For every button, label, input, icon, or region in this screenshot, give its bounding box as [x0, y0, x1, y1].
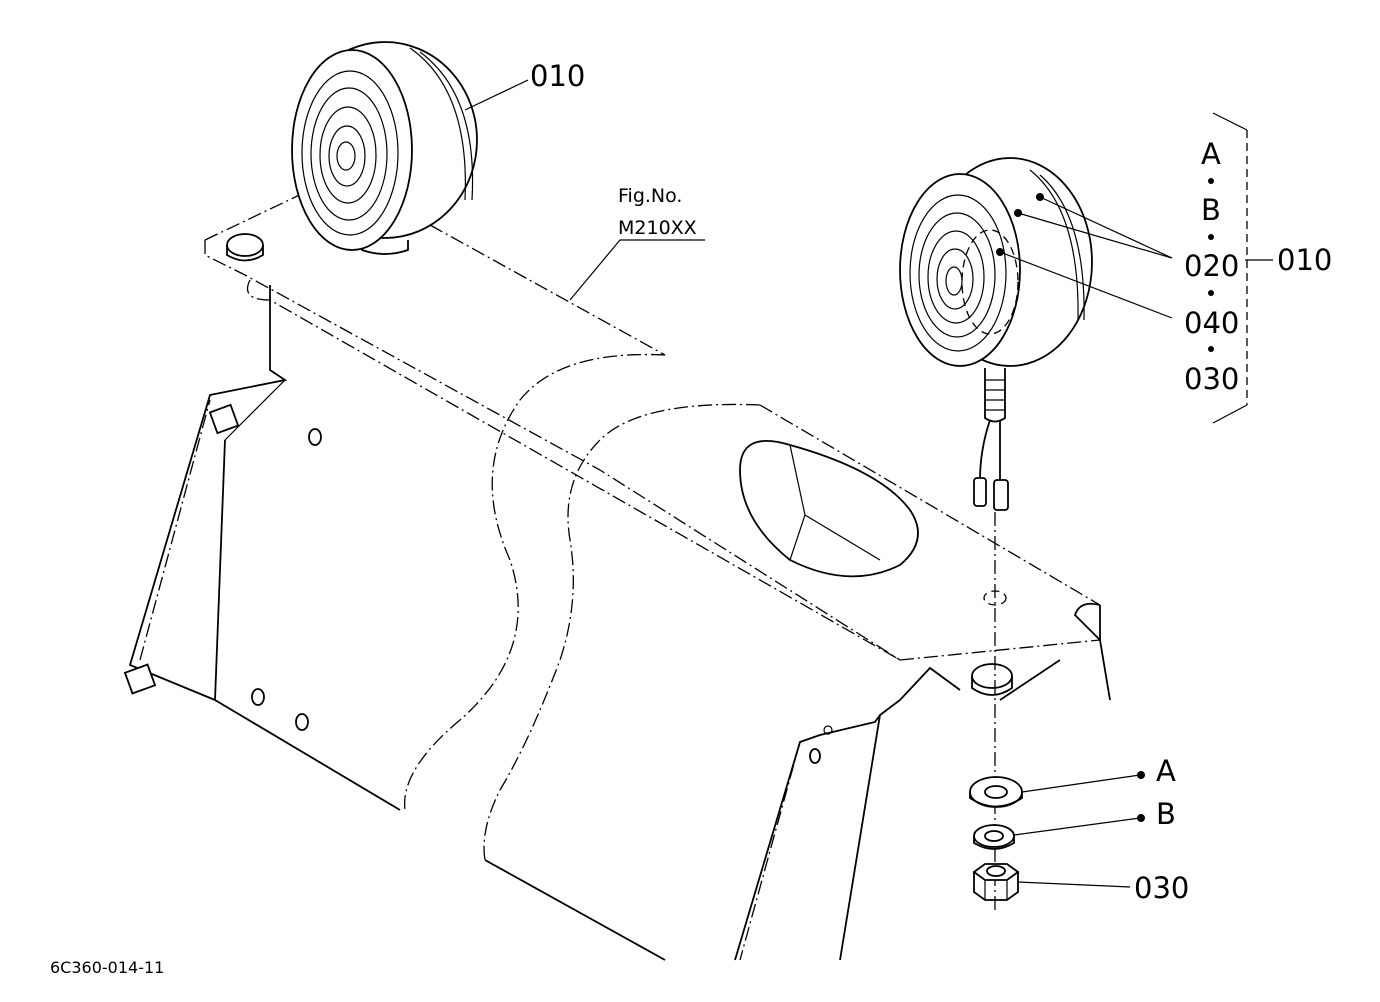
kit-bracket — [1208, 112, 1248, 424]
drawing-code: 6C360-014-11 — [50, 958, 164, 977]
spring-washer-b — [973, 824, 1015, 850]
hex-nut — [972, 863, 1020, 901]
callout-lamp-left: 010 — [530, 59, 585, 93]
kit-item-a: A — [1201, 137, 1221, 171]
callout-lens: 020 — [1184, 249, 1239, 283]
work-lamp-left — [291, 41, 478, 255]
callout-lamp-assembly: 010 — [1277, 243, 1332, 277]
callout-bracket-stack: 030 — [1184, 362, 1239, 396]
callout-washer-a: A — [1156, 754, 1176, 788]
washer-a — [969, 776, 1023, 808]
fender-panel — [123, 189, 1111, 961]
work-lamp-right — [899, 157, 1093, 511]
callout-nut: 030 — [1134, 871, 1189, 905]
kit-item-b: B — [1201, 193, 1221, 227]
callout-washer-b: B — [1156, 797, 1176, 831]
fig-no-value: M210XX — [618, 217, 697, 239]
fig-no-label: Fig.No. — [618, 185, 682, 207]
callout-bulb: 040 — [1184, 306, 1239, 340]
leader-lines — [464, 79, 1273, 888]
